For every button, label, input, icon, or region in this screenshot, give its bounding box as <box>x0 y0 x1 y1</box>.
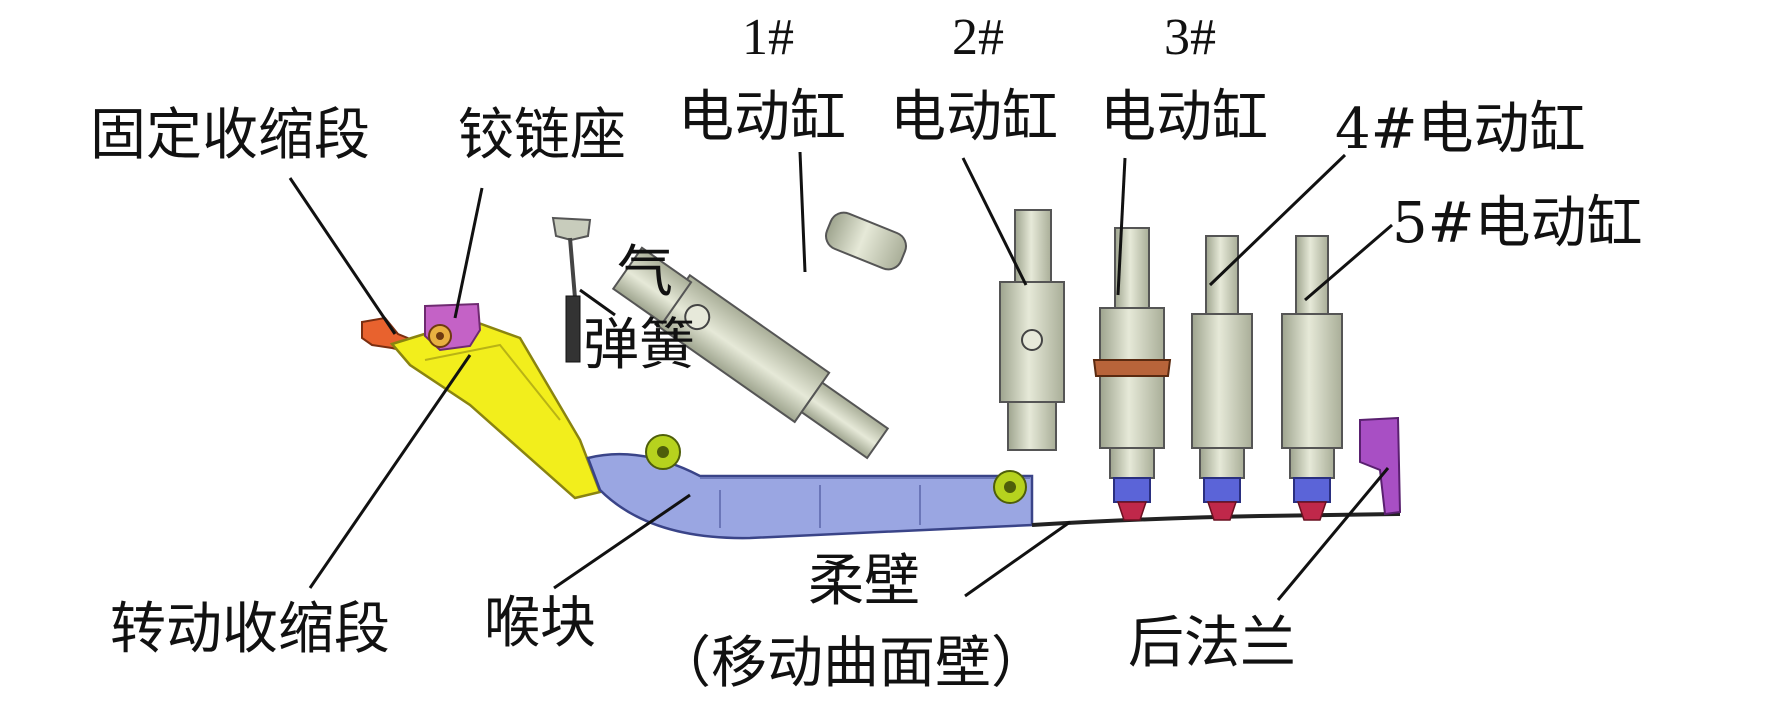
actuator-3 <box>1092 227 1172 521</box>
leader-rear-flange <box>1276 467 1390 601</box>
label-actuator-2-number: 2# <box>952 9 1004 66</box>
leader-flexible-wall <box>964 520 1071 598</box>
leader-throat-block <box>553 493 691 590</box>
label-fixed-converging-section: 固定收缩段 <box>90 103 370 168</box>
leader-rotating-section <box>308 354 472 589</box>
leader-fixed-section <box>288 177 397 335</box>
label-flexible-wall-line1: 柔壁 <box>808 549 920 614</box>
actuator-5 <box>1281 235 1343 521</box>
leader-gas-spring <box>579 288 616 317</box>
leader-lines <box>288 151 1393 601</box>
leader-actuator-4 <box>1208 153 1347 287</box>
leader-actuator-3 <box>1116 157 1127 296</box>
rotating-converging-section <box>389 318 602 500</box>
label-gas-spring-line2: 弹簧 <box>583 313 695 378</box>
leader-actuator-1 <box>798 151 807 273</box>
leader-actuator-2 <box>961 157 1028 286</box>
actuator-4 <box>1191 235 1253 521</box>
actuator-1 <box>611 211 907 470</box>
leader-hinge-seat <box>453 187 484 319</box>
label-actuator-3-name: 电动缸 <box>1100 85 1268 150</box>
actuator-2 <box>993 209 1065 504</box>
label-actuator-4: 4#电动缸 <box>1335 97 1586 162</box>
label-gas-spring-line1: 气 <box>617 240 673 305</box>
label-hinge-seat: 铰链座 <box>458 103 626 168</box>
gas-spring <box>551 216 592 363</box>
throat-block <box>586 452 1034 540</box>
leader-actuator-5 <box>1304 223 1393 302</box>
label-rotating-converging-section: 转动收缩段 <box>110 597 390 662</box>
flexible-wall <box>1031 512 1401 527</box>
label-rear-flange: 后法兰 <box>1128 611 1296 676</box>
hinge-seat <box>424 302 482 352</box>
rear-flange <box>1359 416 1402 516</box>
label-actuator-5: 5#电动缸 <box>1392 191 1643 256</box>
label-actuator-3-number: 3# <box>1164 9 1216 66</box>
label-actuator-1-number: 1# <box>742 9 794 66</box>
label-flexible-wall-line2: （移动曲面壁） <box>655 631 1047 696</box>
label-throat-block: 喉块 <box>484 591 596 656</box>
label-actuator-1-name: 电动缸 <box>678 85 846 150</box>
label-actuator-2-name: 电动缸 <box>890 85 1058 150</box>
